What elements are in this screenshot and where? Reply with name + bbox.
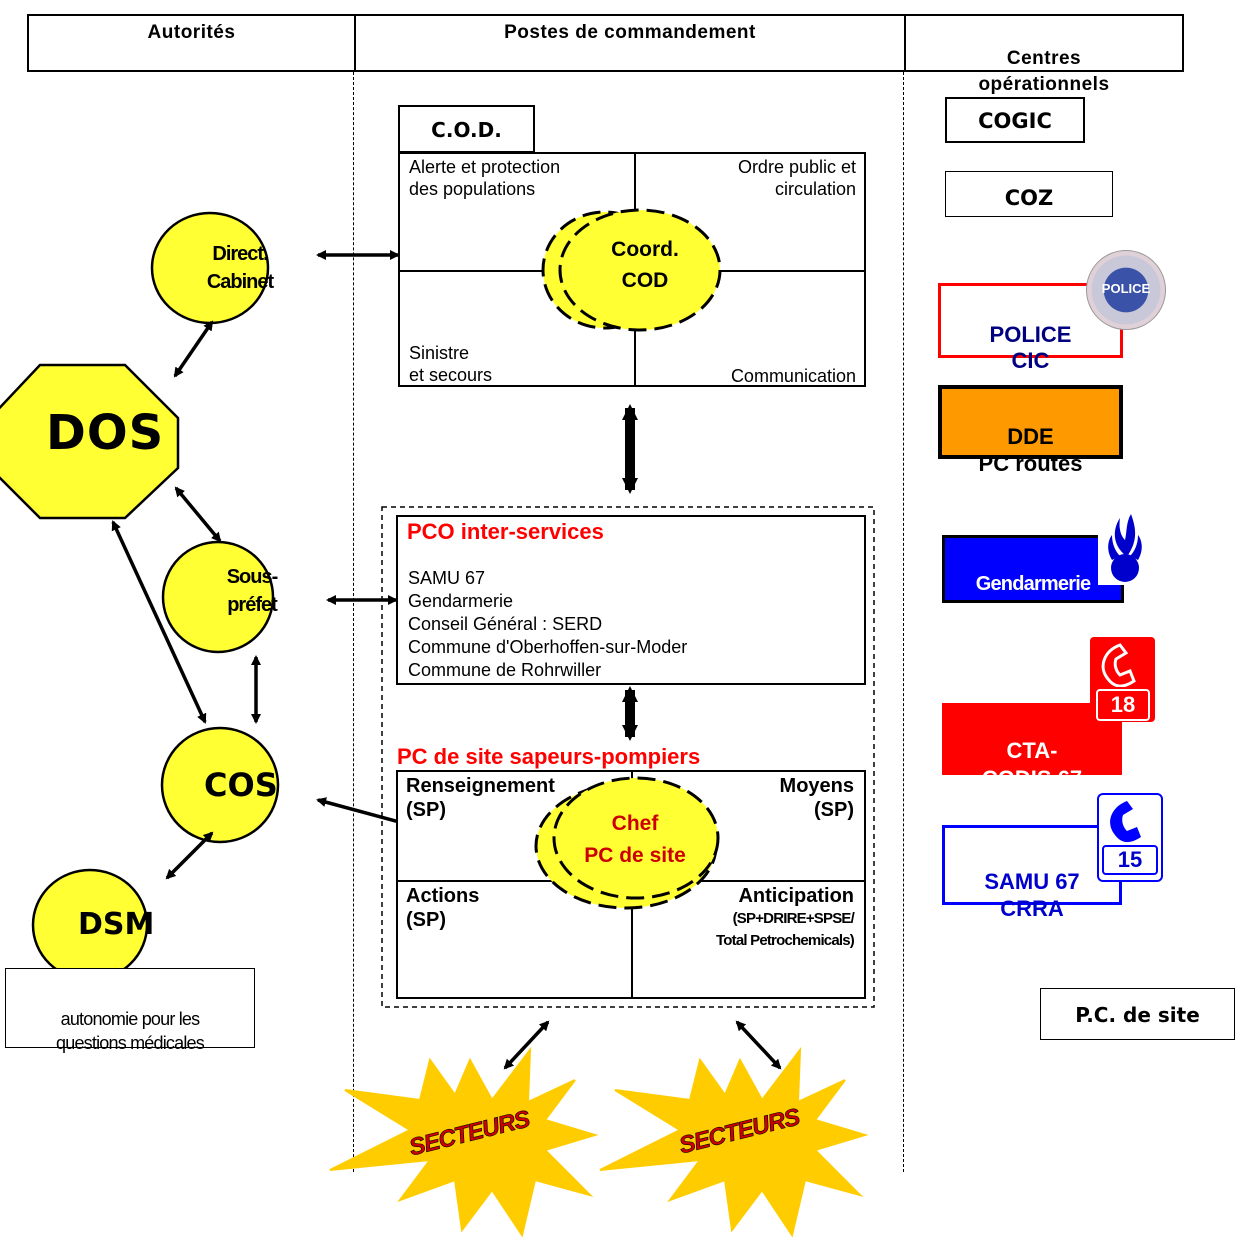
cod-cell-ordre: Ordre public et circulation: [737, 157, 856, 199]
samu-box: SAMU 67 CRRA: [942, 825, 1122, 921]
header-postes-label: Postes de commandement: [504, 22, 756, 43]
pco-outer-frame: [381, 506, 875, 1008]
codis-phone-svg: [1101, 643, 1136, 688]
pcsite-cell-moyens: Moyens (SP): [779, 775, 854, 821]
pcsite-cell-actions: Actions (SP): [406, 885, 480, 931]
gendarmerie-box: Gendarmerie COG: [942, 535, 1124, 623]
header-centres: Centres opérationnels: [904, 14, 1184, 95]
pcsite-legend-box: P.C. de site: [1040, 988, 1235, 1040]
dos-octagon: [0, 363, 180, 520]
cod-title: C.O.D.: [431, 118, 502, 142]
header-centres-label: Centres opérationnels: [978, 48, 1110, 95]
cogic-box: COGIC: [945, 97, 1085, 143]
arrow-dos-cabinet: [173, 320, 214, 378]
coord-cod-shape: [541, 208, 722, 332]
coz-box: COZ: [945, 171, 1113, 217]
sousprefet-label: Sous- préfet: [226, 566, 279, 616]
pco-item: Commune de Rohrwiller: [408, 660, 602, 680]
cos-label: COS: [204, 766, 278, 804]
gendarmerie-label: Gendarmerie COG: [975, 573, 1091, 623]
flame-svg: [1108, 514, 1142, 582]
chef-pc-shape: [534, 776, 720, 910]
cod-cell-alerte: Alerte et protection des populations: [409, 157, 561, 199]
cod-cell-sinistre: Sinistre et secours: [409, 343, 493, 385]
arrow-pc-secteurs-left: [503, 1020, 550, 1070]
secteurs-star-right: [599, 1046, 869, 1238]
police-badge-label: POLICE: [1101, 281, 1151, 296]
cogic-label: COGIC: [978, 109, 1052, 133]
header-autorites-label: Autorités: [147, 22, 236, 43]
gendarmerie-flame-icon: [1098, 510, 1153, 585]
cos-circle: [160, 726, 280, 844]
secteurs-star-left: [329, 1046, 599, 1238]
pco-list: SAMU 67 Gendarmerie Conseil Général : SE…: [408, 567, 687, 682]
dde-label: DDE PC routes: [978, 424, 1083, 476]
pcsite-legend-label: P.C. de site: [1075, 1003, 1200, 1027]
dde-box: DDE PC routes: [938, 385, 1123, 476]
samu-number: 15: [1102, 845, 1158, 875]
samu-phone-svg: [1110, 801, 1141, 843]
arrow-dos-cos: [111, 520, 207, 724]
coz-label: COZ: [1004, 186, 1054, 210]
pco-box: PCO inter-services SAMU 67 Gendarmerie C…: [396, 515, 866, 685]
codis-label: CTA- CODIS 67: [981, 738, 1083, 791]
column-divider-right: [903, 72, 904, 1172]
cabinet-label: Direct. Cabinet: [206, 243, 274, 293]
pco-item: SAMU 67: [408, 568, 486, 588]
pco-item: Conseil Général : SERD: [408, 614, 603, 634]
chef-pc-label: Chef PC de site: [584, 812, 686, 867]
column-divider-left: [353, 72, 354, 1172]
codis-number: 18: [1096, 689, 1150, 721]
pco-item: Commune d'Oberhoffen-sur-Moder: [408, 637, 688, 657]
dsm-note-box: autonomie pour les questions médicales: [5, 968, 255, 1053]
police-badge-icon: POLICE: [1086, 250, 1166, 330]
samu-phone-icon: 15: [1097, 793, 1163, 882]
dsm-note-text: autonomie pour les questions médicales: [56, 1009, 205, 1053]
cod-title-box: C.O.D.: [398, 105, 535, 153]
arrow-dos-sousprefet: [174, 486, 222, 543]
pcsite-title: PC de site sapeurs-pompiers: [397, 744, 701, 769]
codis-phone-icon: 18: [1090, 637, 1155, 722]
samu-label: SAMU 67 CRRA: [984, 869, 1080, 921]
pcsite-cell-anticipation: Anticipation: [738, 885, 854, 907]
pco-item: Gendarmerie: [408, 591, 514, 611]
dos-label: DOS: [46, 405, 165, 461]
police-label: POLICE CIC: [989, 322, 1072, 373]
coord-cod-label: Coord. COD: [611, 238, 679, 292]
arrow-pc-secteurs-right: [735, 1020, 782, 1070]
arrow-cos-dsm: [165, 831, 214, 880]
pcsite-cell-renseignement: Renseignement (SP): [406, 775, 555, 821]
dsm-label: DSM: [78, 907, 155, 942]
cod-cell-communication: Communication: [730, 366, 856, 386]
pco-title: PCO inter-services: [407, 519, 604, 544]
pcsite-cell-anticipation-sub: (SP+DRIRE+SPSE/ Total Petrochemicals): [716, 910, 855, 949]
